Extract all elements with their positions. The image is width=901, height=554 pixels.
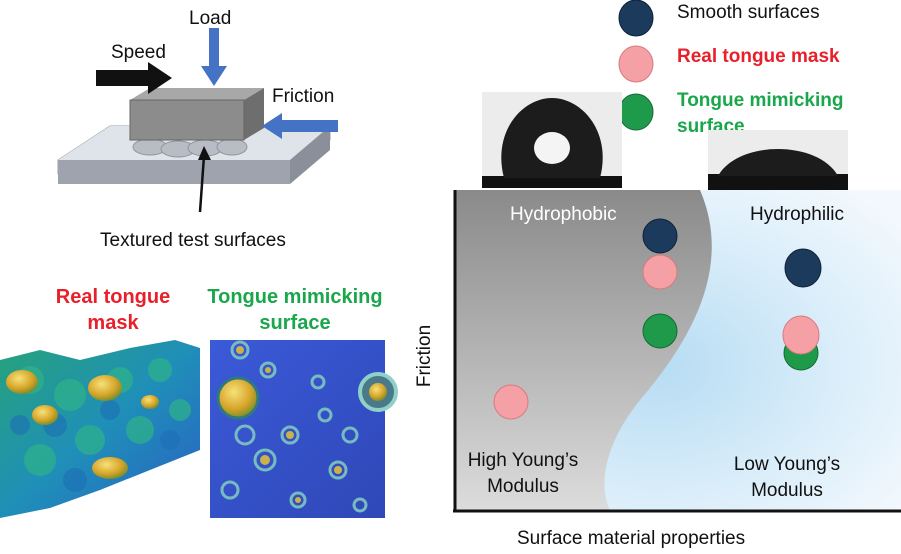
speed-arrow [96, 62, 172, 94]
real-high-modulus-point [493, 384, 529, 420]
hydrophobic-label: Hydrophobic [510, 204, 617, 225]
legend-smooth-label: Smooth surfaces [677, 2, 820, 23]
hydrophobic-droplet-photo [482, 92, 622, 188]
mimic-panel-title: Tongue mimicking surface [207, 286, 383, 334]
textured-pointer-arrow [198, 146, 211, 213]
textured-surfaces-label: Textured test surfaces [100, 230, 286, 251]
load-label: Load [189, 8, 232, 29]
tongue-mimicking-surface-image [210, 340, 398, 518]
speed-label: Speed [111, 42, 166, 63]
real-tongue-surface-image [0, 340, 200, 518]
hydrophilic-title: Hydrophilic [750, 204, 844, 225]
x-axis-label: Surface material properties [517, 528, 746, 549]
real-hydrophilic-point [782, 315, 820, 355]
mimic-hydrophobic-point [642, 313, 678, 349]
y-axis-label: Friction [414, 324, 436, 388]
real-hydrophobic-point [642, 254, 678, 290]
sliding-block [129, 88, 264, 141]
high-modulus-label: High Young’s Modulus [467, 450, 579, 497]
friction-label: Friction [272, 86, 335, 107]
low-modulus-label: Low Young’s Modulus [733, 454, 841, 501]
smooth-hydrophobic-point [642, 218, 678, 254]
smooth-hydrophilic-point [784, 248, 822, 288]
load-arrow [201, 28, 227, 86]
real-tongue-panel-title: Real tongue mask [55, 286, 171, 334]
friction-arrow [262, 113, 338, 139]
legend-real-marker [618, 45, 654, 83]
hydrophilic-droplet-photo [708, 130, 848, 190]
legend-real-label: Real tongue mask [677, 46, 840, 67]
legend-smooth-marker [618, 0, 654, 37]
